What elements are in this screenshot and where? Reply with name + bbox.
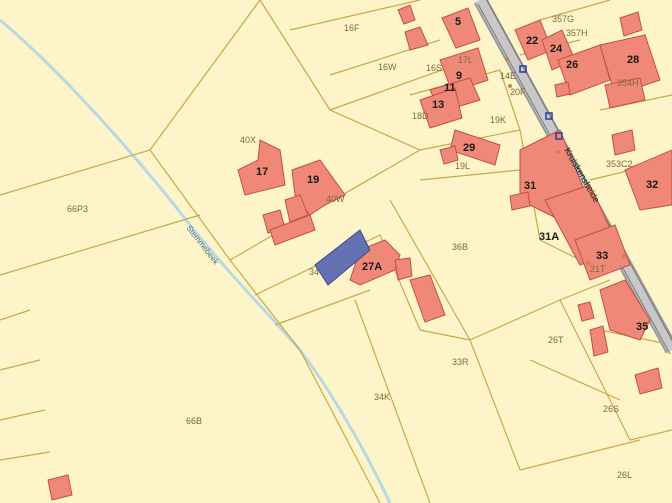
parcel-label: 357G bbox=[552, 14, 574, 24]
house-number: 5 bbox=[455, 16, 461, 28]
parcel-label: 20F bbox=[510, 87, 526, 97]
house-number: 22 bbox=[526, 35, 538, 47]
parcel-label: 40X bbox=[240, 135, 256, 145]
house-number: 24 bbox=[550, 43, 563, 55]
parcel-label: 18D bbox=[412, 111, 429, 121]
parcel-label: 353C2 bbox=[606, 159, 633, 169]
parcel-label: 26L bbox=[617, 470, 632, 480]
house-number: 13 bbox=[432, 99, 444, 111]
parcel-labels: 16F 16W 16S 17L 14E 20F 18D 19K 40X 40W … bbox=[67, 14, 639, 480]
house-numbers: 5 22 24 26 28 9 11 13 29 17 19 31 32 31A… bbox=[256, 16, 658, 333]
parcel-label: 21T bbox=[590, 264, 606, 274]
buildings bbox=[47, 4, 672, 501]
parcel-label: 16F bbox=[344, 23, 360, 33]
parcel-label: 357H bbox=[566, 28, 588, 38]
parcel-label: 34 bbox=[309, 267, 319, 277]
parcel-label: 354H bbox=[617, 78, 639, 88]
parcel-label: 36B bbox=[452, 242, 468, 252]
stream-line bbox=[0, 18, 392, 503]
house-number: 27A bbox=[362, 261, 382, 273]
address-markers bbox=[505, 57, 626, 265]
house-number: 28 bbox=[627, 54, 639, 66]
house-number: 29 bbox=[463, 142, 475, 154]
house-number: 31A bbox=[539, 231, 559, 243]
parcel-label: 26T bbox=[548, 335, 564, 345]
house-number: 31 bbox=[524, 180, 536, 192]
selected-building[interactable] bbox=[314, 229, 371, 286]
house-number: 32 bbox=[646, 179, 658, 191]
parcel-label: 66B bbox=[186, 416, 202, 426]
house-number: 19 bbox=[307, 174, 319, 186]
parcel-label: 19K bbox=[490, 115, 506, 125]
house-number: 26 bbox=[566, 59, 578, 71]
house-number: 33 bbox=[596, 250, 608, 262]
parcel-label: 26S bbox=[603, 404, 619, 414]
house-number: 11 bbox=[444, 82, 456, 94]
parcel-label: 19L bbox=[455, 161, 470, 171]
house-number: 17 bbox=[256, 166, 268, 178]
parcel-label: 34K bbox=[374, 392, 390, 402]
parcel-label: 66P3 bbox=[67, 204, 88, 214]
house-number: 9 bbox=[456, 70, 462, 82]
parcel-label: 14E bbox=[500, 71, 516, 81]
parcel-label: 33R bbox=[452, 357, 469, 367]
parcel-label: 16S bbox=[426, 63, 442, 73]
parcel-label: 40W bbox=[326, 194, 345, 204]
house-number: 35 bbox=[636, 321, 648, 333]
parcel-label: 17L bbox=[458, 55, 473, 65]
parcel-label: 16W bbox=[378, 62, 397, 72]
